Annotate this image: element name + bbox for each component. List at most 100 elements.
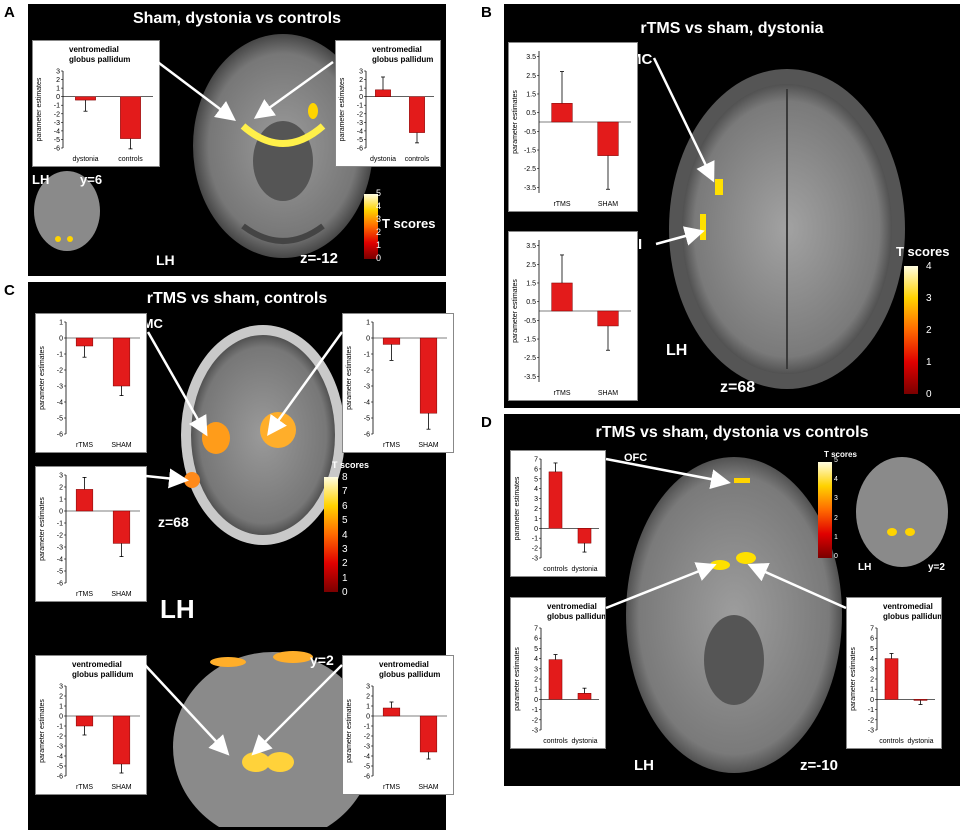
chart-ytick-label: -5 [54,137,60,144]
chart-ytick-label: -2 [57,368,63,375]
chart-ytick-label: 2 [359,77,363,84]
colorbar-tick: 0 [834,553,838,560]
chart-category-label: controls [879,738,904,745]
chart-bar [120,96,141,139]
chart-category-label: SHAM [111,591,131,598]
chart-ytick-label: 0 [366,714,370,721]
chart-ytick-label: -5 [364,416,370,423]
colorbar-tick: 1 [926,357,932,368]
chart-ytick-label: -2 [868,717,874,724]
chart-ytick-label: -4 [364,400,370,407]
chart-ytick-label: -1 [364,352,370,359]
chart-ytick-label: -4 [57,400,63,407]
chart-category-label: dystonia [571,566,597,573]
colorbar-tick: 3 [342,543,348,555]
chart-bar [75,489,94,512]
panel-d-coronal-slice: y=2 [928,562,945,573]
chart-ytick-label: -1.5 [524,148,536,155]
chart-category-label: dystonia [72,156,98,163]
chart-ylabel: parameter estimates [39,699,46,763]
chart-ytick-label: 1 [870,687,874,694]
chart-ytick-label: -3 [57,545,63,552]
panel-label-a: A [4,4,15,21]
chart-ytick-label: -2 [364,734,370,741]
colorbar-b [904,266,918,394]
colorbar-c-title: T scores [332,460,370,470]
colorbar-tick: 4 [834,476,838,484]
panel-b-slice: z=68 [720,379,756,396]
colorbar-c [324,477,338,592]
chart-ytick-label: 7 [534,457,538,464]
chart-bar [112,510,131,544]
colorbar-tick: 6 [342,500,348,512]
colorbar-tick: 4 [926,261,932,272]
chart-ytick-label: 3 [534,496,538,503]
chart-ytick-label: 2 [534,677,538,684]
chart-title: globus pallidum [72,670,133,679]
chart-title: ventromedial [72,660,122,669]
chart-ytick-label: -0.5 [524,318,536,325]
chart-ylabel: parameter estimates [512,90,519,154]
chart-ytick-label: 4 [534,656,538,663]
chart-title: ventromedial [883,602,933,611]
chart-ylabel: parameter estimates [39,346,46,410]
panel-a-slice: z=-12 [300,250,338,267]
chart-title: globus pallidum [372,55,433,64]
chart-ylabel: parameter estimates [346,699,353,763]
chart-ytick-label: 2 [59,694,63,701]
colorbar-tick: 0 [342,587,348,598]
chart-ytick-label: 7 [870,626,874,633]
chart-bar [884,658,899,700]
panel-c-title: rTMS vs sham, controls [146,290,328,307]
panel-a-title: Sham, dystonia vs controls [132,10,342,27]
chart-ytick-label: 0 [534,526,538,533]
axial-brain-b [669,69,905,389]
chart-ytick-label: 2.5 [526,73,536,80]
chart-ytick-label: -6 [364,774,370,781]
chart-category-label: rTMS [553,390,570,397]
chart-ytick-label: 0 [59,714,63,721]
axial-brain-d [626,457,842,773]
panel-a-lh: LH [156,252,175,268]
chart-title: globus pallidum [883,612,941,621]
chart-ytick-label: -3 [54,120,60,127]
chart-ytick-label: 3.5 [526,54,536,61]
chart-ytick-label: -3 [532,728,538,735]
chart-category-label: controls [118,156,143,163]
chart-ytick-label: -6 [57,432,63,439]
chart-category-label: rTMS [553,201,570,208]
chart-ytick-label: 5 [534,646,538,653]
chart-ytick-label: -6 [57,774,63,781]
chart-ytick-label: 1 [359,86,363,93]
panel-a-coronal-slice: y=6 [80,172,103,187]
chart-ytick-label: 0 [359,94,363,101]
colorbar-tick: 1 [834,533,838,541]
colorbar-tick: 0 [376,253,382,263]
chart-ytick-label: 1 [59,704,63,711]
panel-c-lh: LH [160,594,195,624]
chart-ytick-label: 0 [59,336,63,343]
chart-bar [548,471,563,529]
chart-ytick-label: -3 [57,744,63,751]
chart-bar [419,715,438,753]
chart-category-label: SHAM [111,442,131,449]
colorbar-tick: 0 [926,389,932,400]
chart-ytick-label: -2.5 [524,166,536,173]
chart-ytick-label: 4 [870,656,874,663]
chart-ytick-label: -1 [57,352,63,359]
chart-ytick-label: 2.5 [526,262,536,269]
chart-ytick-label: -4 [54,128,60,135]
chart-category-label: SHAM [418,784,438,791]
colorbar-tick: 1 [376,240,382,250]
chart-ylabel: parameter estimates [514,476,521,540]
chart-ytick-label: 3 [870,666,874,673]
chart-ytick-label: -1 [57,521,63,528]
chart-ytick-label: 0 [366,336,370,343]
colorbar-tick: 5 [834,457,838,464]
